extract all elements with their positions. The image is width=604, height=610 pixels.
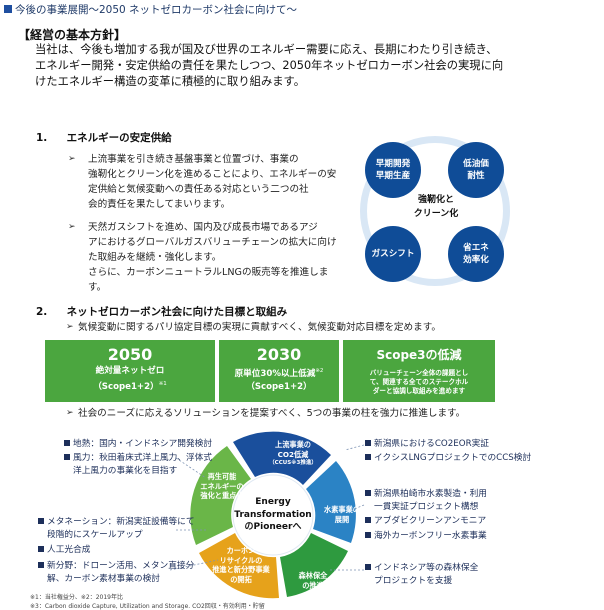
target-line: て、関連する全てのステークホル — [369, 378, 469, 386]
section1-bullet: ➢ 天然ガスシフトを進め、国内及び成長市場であるアジ アにおけるグローバルガスバ… — [68, 220, 350, 295]
bubble-low-oil-price: 低油価耐性 — [448, 142, 504, 198]
page-header: 今後の事業展開～2050 ネットゼロカーボン社会に向けて～ — [4, 2, 297, 17]
bullet-line: 上流事業を引き続き基盤事業と位置づけ、事業の — [88, 154, 299, 165]
target-line: ダーと協調し取組みを進めます — [372, 387, 466, 395]
target-line: バリューチェーン全体の課題とし — [369, 369, 469, 377]
bullet-line: アにおけるグローバルガスバリューチェーンの拡大に向け — [88, 237, 337, 248]
pillar-segment-hydrogen — [306, 461, 356, 543]
target-line: 絶対量ネットゼロ — [95, 366, 165, 376]
policy-line: エネルギー開発・安定供給の責任を果たしつつ、2050年ネットゼロカーボン社会の実… — [35, 59, 504, 72]
policy-line: 当社は、今後も増加する我が国及び世界のエネルギー需要に応え、長期にわたり引き続き… — [35, 43, 498, 56]
bubble-energy-efficiency: 省エネ効率化 — [448, 226, 504, 282]
footnote-1: ※1：当社権益分、※2：2019年比 — [30, 594, 123, 601]
pillar-hydrogen-label: 水素事業の展開 — [324, 505, 360, 524]
section2-lead: ➢ 気候変動に関するパリ協定目標の実現に貢献すべく、気候変動対応目標を定めます。 — [66, 322, 441, 333]
arrow-bullet-icon: ➢ — [66, 408, 74, 418]
target-headline: 2030 — [256, 345, 302, 364]
footnote-2: ※3：Carbon dioxide Capture, Utilization a… — [30, 603, 265, 610]
bullet-line: さらに、カーボンニュートラルLNGの販売等を推進しま — [88, 267, 329, 278]
bullet-line: す。 — [88, 282, 107, 293]
left-item-wind: 風力：秋田着床式洋上風力、浮体式 洋上風力の事業化を目指す — [64, 452, 212, 478]
pillar-forest-label: 森林保全の推進 — [298, 571, 328, 590]
arrow-bullet-icon: ➢ — [68, 222, 76, 232]
left-item-new-fields: 新分野：ドローン活用、メタン直接分 解、カーボン素材事業の検討 — [38, 560, 194, 586]
right-item-overseas-hydrogen: 海外カーボンフリー水素事業 — [365, 530, 487, 543]
pillar-renewables-label: 再生可能エネルギーの強化と重点化 — [200, 472, 244, 500]
pillar-segment-upstream — [233, 431, 331, 485]
right-item-ichthys-ccs: イクシスLNGプロジェクトでのCCS検討 — [365, 452, 531, 465]
header-square-icon — [4, 5, 12, 13]
target-2050: 2050 絶対量ネットゼロ （Scope1+2）※1 — [45, 340, 215, 402]
policy-body: 当社は、今後も増加する我が国及び世界のエネルギー需要に応え、長期にわたり引き続き… — [35, 42, 590, 90]
arrow-bullet-icon: ➢ — [66, 322, 74, 332]
bullet-line: た取組みを継続・強化します。 — [88, 252, 222, 263]
bullet-line: 会的責任を果たしてまいります。 — [88, 199, 231, 210]
bullet-line: 強靭化とクリーン化を進めることにより、エネルギーの安 — [88, 169, 337, 180]
arrow-bullet-icon: ➢ — [68, 154, 76, 164]
cycle-ring — [360, 136, 510, 286]
target-scope3: Scope3の低減 バリューチェーン全体の課題とし て、関連する全てのステークホ… — [343, 340, 495, 402]
left-item-methanation: メタネーション：新潟実証設備等にて 段階的にスケールアップ — [38, 516, 195, 542]
cycle-center-label: 強靭化と クリーン化 — [413, 195, 459, 219]
right-item-co2eor: 新潟県におけるCO2EOR実証 — [365, 438, 489, 451]
right-item-forest-indonesia: インドネシア等の森林保全 プロジェクトを支援 — [365, 562, 478, 588]
target-headline: 2050 — [107, 345, 153, 364]
section1-number: 1. — [36, 132, 48, 144]
section1-title: エネルギーの安定供給 — [66, 132, 172, 144]
transformation-wheel — [190, 431, 356, 599]
bubble-early-development: 早期開発早期生産 — [365, 142, 421, 198]
section2-heading: 2. ネットゼロカーボン社会に向けた目標と取組み — [36, 304, 287, 319]
target-line: （Scope1+2） — [246, 381, 312, 392]
pillar-carbon-recycle-label: カーボンリサイクルの推進と新分野事業の開拓 — [212, 546, 270, 584]
pillar-segment-renewables — [190, 446, 251, 545]
right-item-abudhabi-ammonia: アブダビクリーンアンモニア — [365, 515, 486, 528]
section1-bullet: ➢ 上流事業を引き続き基盤事業と位置づけ、事業の 強靭化とクリーン化を進めること… — [68, 152, 350, 212]
bullet-line: 天然ガスシフトを進め、国内及び成長市場であるアジ — [88, 222, 318, 233]
target-line: 原単位30%以上低減※2 — [234, 368, 324, 379]
left-item-photosynthesis: 人工光合成 — [38, 544, 90, 557]
section1-heading: 1. エネルギーの安定供給 — [36, 130, 172, 145]
transformation-center: Energy Transformation のPioneerへ — [234, 497, 312, 532]
left-item-geothermal: 地熱：国内・インドネシア開発検討 — [64, 438, 212, 451]
right-item-hydrogen-kashiwazaki: 新潟県柏崎市水素製造・利用 一貫実証プロジェクト構想 — [365, 488, 487, 514]
target-2030: 2030 原単位30%以上低減※2 （Scope1+2） — [219, 340, 339, 402]
target-line: （Scope1+2）※1 — [93, 381, 167, 392]
section2-title: ネットゼロカーボン社会に向けた目標と取組み — [66, 306, 288, 318]
header-title: 今後の事業展開～2050 ネットゼロカーボン社会に向けて～ — [15, 4, 298, 16]
target-headline: Scope3の低減 — [376, 348, 462, 362]
policy-line: けたエネルギー構造の変革に積極的に取り組みます。 — [35, 75, 305, 88]
bullet-line: 定供給と気候変動への責任ある対応という二つの社 — [88, 184, 309, 195]
section2-number: 2. — [36, 306, 48, 318]
policy-heading: 【経営の基本方針】 — [18, 28, 127, 42]
connector-lines — [169, 444, 365, 571]
bubble-gas-shift: ガスシフト — [365, 226, 421, 282]
pillar-segment-forest — [280, 533, 348, 597]
pillar-segment-carbon-recycle — [199, 533, 279, 599]
section2-lead2: ➢ 社会のニーズに応えるソリューションを提案すべく、5つの事業の柱を強力に推進し… — [66, 408, 466, 419]
